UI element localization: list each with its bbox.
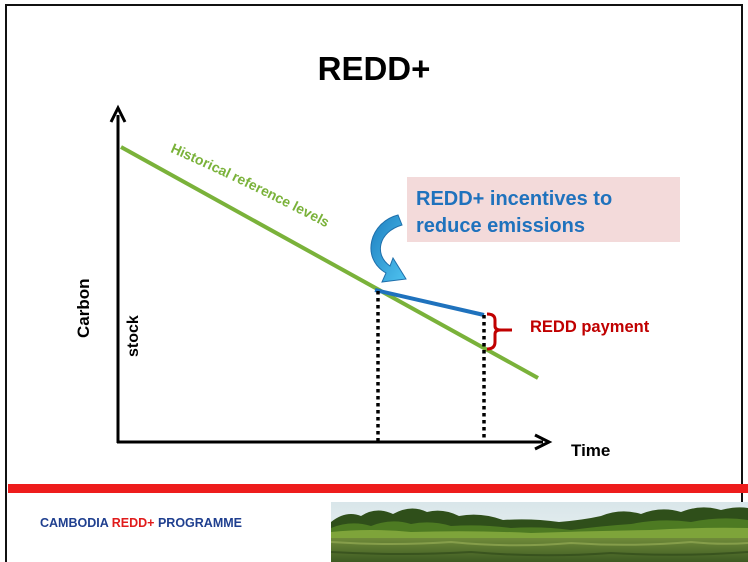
footer-red-bar [8, 484, 748, 493]
historical-reference-line [120, 145, 539, 380]
forest-banner-image [331, 502, 748, 562]
reduced-emissions-line [374, 288, 485, 317]
programme-name: CAMBODIA REDD+ PROGRAMME [40, 516, 242, 530]
curved-arrow [370, 214, 407, 283]
incentive-callout: REDD+ incentives to reduce emissions [407, 177, 680, 242]
y-axis-label-stock: stock [125, 315, 142, 357]
slide-title: REDD+ [317, 50, 431, 87]
y-axis-label-carbon: Carbon [74, 278, 93, 339]
programme-name-part1: CAMBODIA [40, 516, 109, 530]
incentive-line-2: reduce emissions [416, 215, 585, 237]
x-axis-arrowhead [534, 433, 553, 451]
payment-brace [486, 312, 502, 351]
redd-payment-label: REDD payment [530, 318, 650, 336]
slide-frame [5, 4, 743, 562]
programme-name-accent: REDD+ [111, 516, 155, 530]
y-axis-arrowhead [109, 104, 127, 123]
programme-name-part2: PROGRAMME [157, 516, 242, 530]
incentive-line-1: REDD+ incentives to [416, 188, 613, 210]
x-axis-label: Time [571, 441, 611, 460]
